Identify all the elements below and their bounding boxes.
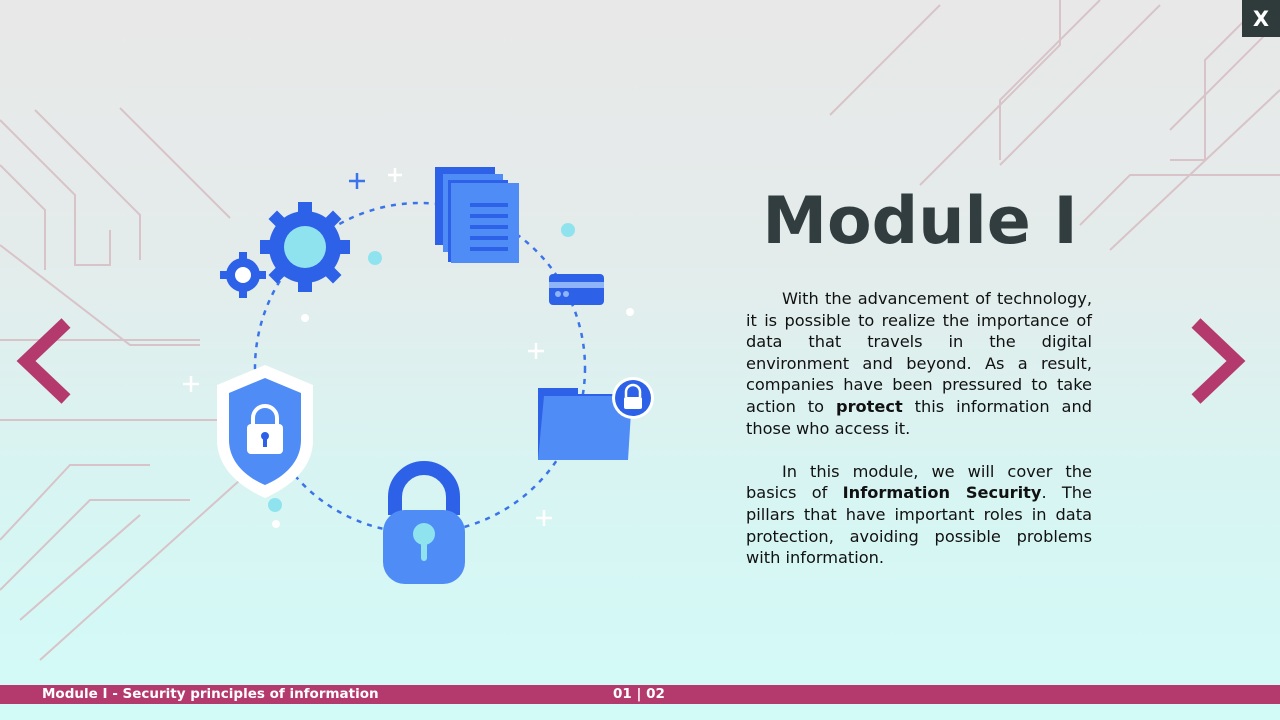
gear-icon [260,202,350,292]
paragraph-intro-text-end: this information and those who access it… [746,396,1092,438]
slide-title: Module I [762,184,1078,259]
page-indicator: 01 | 02 [613,686,665,702]
dashed-ring [253,201,587,535]
footer-module-title: Module I - Security principles of inform… [42,686,379,702]
paragraph-intro-emphasis: protect [835,396,903,416]
paragraph-intro: With the advancement of technology, it i… [746,288,1092,439]
credit-card-icon [549,274,604,305]
next-slide-button[interactable] [1190,317,1248,405]
footer-bar: Module I - Security principles of inform… [0,685,1280,704]
paragraph-module-text: In this module, we will cover the basics… [746,461,1092,503]
chevron-right-icon [1191,318,1246,404]
paragraph-module: In this module, we will cover the basics… [746,461,1092,569]
folder-lock-icon [538,377,654,460]
security-illustration [183,167,654,584]
small-gear-icon [220,252,266,298]
padlock-icon [383,461,465,584]
documents-icon [435,167,519,263]
paragraph-module-text-end: . The pillars that have important roles … [746,483,1092,568]
shield-lock-icon [217,365,313,498]
chevron-left-icon [16,318,71,404]
paragraph-module-emphasis: Information Security [842,483,1042,503]
close-button[interactable]: X [1242,0,1280,37]
slide-body: With the advancement of technology, it i… [746,288,1092,590]
paragraph-intro-text: With the advancement of technology, it i… [746,289,1092,416]
previous-slide-button[interactable] [14,317,72,405]
